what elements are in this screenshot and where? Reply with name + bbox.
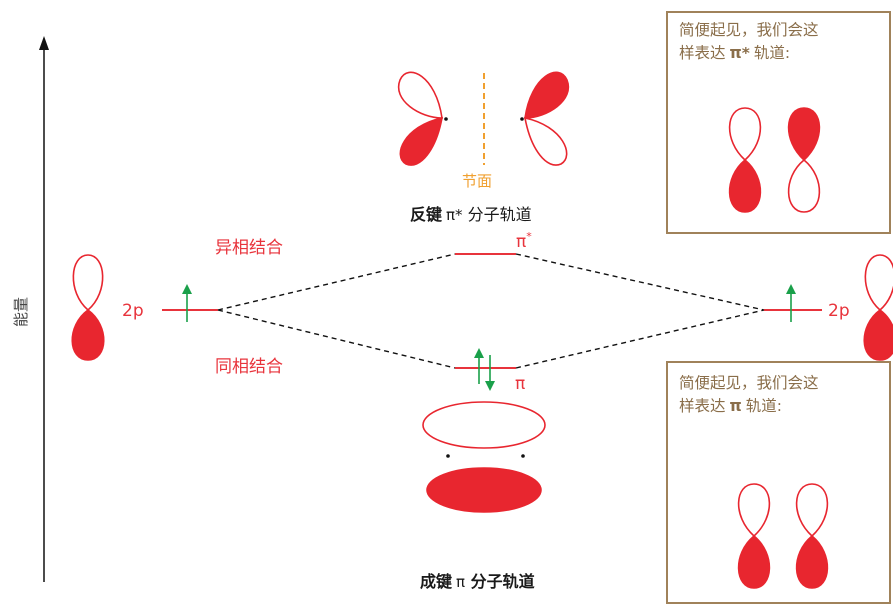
- left-2p-label: 2p: [122, 301, 144, 321]
- left-to-pi-line: [217, 309, 456, 369]
- pi-star-label: π*: [516, 230, 532, 252]
- simplified-pistar-left-upper: [728, 107, 762, 162]
- simplified-pistar-right-lower: [787, 158, 821, 213]
- out-of-phase-label: 异相结合: [215, 238, 283, 258]
- bonding-right-nucleus: [521, 454, 525, 458]
- antibonding-left-nucleus: [444, 117, 448, 121]
- pi-electron-up: [474, 348, 484, 384]
- antibonding-orbital-picture: [397, 71, 570, 166]
- nodal-plane-label: 节面: [462, 172, 492, 190]
- right-p-lower-lobe: [863, 309, 893, 361]
- left-p-lower-lobe: [71, 309, 105, 361]
- bonding-orbital-picture: [422, 401, 546, 513]
- axis-arrowhead: [39, 36, 49, 50]
- note-antibonding-line1: 简便起见，我们会这: [679, 21, 819, 39]
- antibonding-left-upper-lobe: [397, 71, 443, 119]
- simplified-pistar-right-upper: [787, 107, 821, 162]
- antibonding-left-lower-lobe: [399, 116, 444, 166]
- left-electron-up: [182, 284, 192, 322]
- left-to-pistar-line: [217, 253, 456, 311]
- right-p-upper-lobe: [864, 254, 893, 312]
- antibonding-right-upper-lobe: [524, 71, 570, 119]
- left-p-orbital: [71, 254, 105, 361]
- pi-electron-down: [485, 355, 495, 391]
- correlation-lines: [217, 253, 765, 369]
- pistar-to-right-line: [515, 253, 765, 311]
- right-p-orbital: [863, 254, 893, 361]
- simplified-pi-left-lower: [737, 534, 771, 589]
- bonding-upper-lobe: [422, 401, 546, 449]
- pi-label: π: [515, 374, 525, 394]
- note-box-antibonding-frame: [666, 11, 891, 234]
- energy-axis: 能量: [12, 36, 49, 582]
- bonding-lower-lobe: [426, 467, 542, 513]
- antibonding-right-nucleus: [520, 117, 524, 121]
- pi-to-right-line: [515, 309, 765, 369]
- bonding-left-nucleus: [446, 454, 450, 458]
- antibonding-right-lower-lobe: [523, 116, 568, 166]
- energy-axis-label: 能量: [12, 297, 30, 327]
- simplified-pi-right-lower: [795, 534, 829, 589]
- left-p-upper-lobe: [72, 254, 104, 312]
- note-box-bonding-frame: [666, 361, 891, 604]
- simplified-pi-right-upper: [795, 483, 829, 538]
- note-bonding-line1: 简便起见，我们会这: [679, 374, 819, 392]
- right-electron-up: [786, 284, 796, 322]
- right-2p-label: 2p: [828, 301, 850, 321]
- in-phase-label: 同相结合: [215, 357, 283, 377]
- simplified-pistar-left-lower: [728, 158, 762, 213]
- simplified-pi-left-upper: [737, 483, 771, 538]
